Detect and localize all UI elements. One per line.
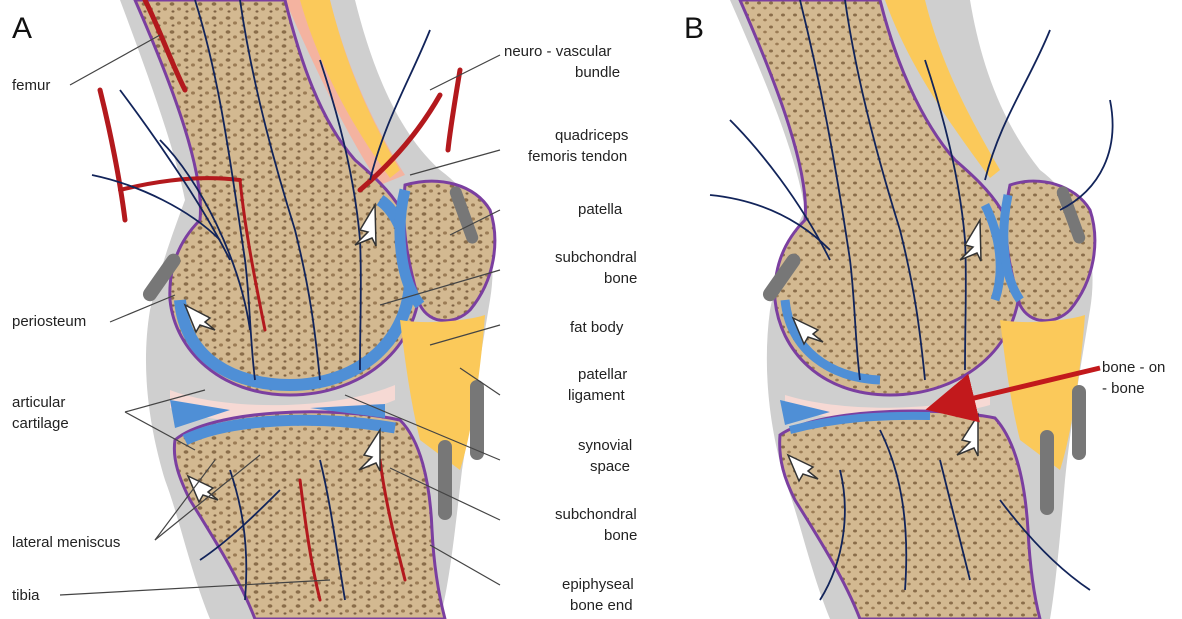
label-neuro-vascular-2: bundle xyxy=(575,63,620,83)
label-patellar-ligament-2: ligament xyxy=(568,386,625,406)
label-tibia: tibia xyxy=(12,586,40,606)
label-subchondral-bottom-1: subchondral xyxy=(555,505,637,525)
label-quadriceps-1: quadriceps xyxy=(555,126,628,146)
panel-label-a: A xyxy=(12,14,32,44)
label-neuro-vascular-1: neuro - vascular xyxy=(504,42,612,62)
label-epiphyseal-2: bone end xyxy=(570,596,633,616)
label-synovial-space-1: synovial xyxy=(578,436,632,456)
label-patella: patella xyxy=(578,200,622,220)
label-periosteum: periosteum xyxy=(12,312,86,332)
label-quadriceps-2: femoris tendon xyxy=(528,147,627,167)
panel-label-b: B xyxy=(684,14,704,44)
ligament-bar-2-b xyxy=(1040,430,1054,515)
patellar-ligament-bar-2-a xyxy=(438,440,452,520)
panel-a-illustration xyxy=(60,0,500,619)
panel-b-illustration xyxy=(710,0,1113,619)
label-fat-body: fat body xyxy=(570,318,623,338)
label-patellar-ligament-1: patellar xyxy=(578,365,627,385)
ligament-bar-3-b xyxy=(1072,385,1086,460)
label-subchondral-bottom-2: bone xyxy=(604,526,637,546)
label-bone-on-bone-1: bone - on xyxy=(1102,358,1165,378)
label-lateral-meniscus: lateral meniscus xyxy=(12,533,120,553)
label-subchondral-top-1: subchondral xyxy=(555,248,637,268)
label-articular-cartilage-2: cartilage xyxy=(12,414,69,434)
label-articular-cartilage-1: articular xyxy=(12,393,65,413)
label-subchondral-top-2: bone xyxy=(604,269,637,289)
label-epiphyseal-1: epiphyseal xyxy=(562,575,634,595)
label-bone-on-bone-2: - bone xyxy=(1102,379,1145,399)
label-femur: femur xyxy=(12,76,50,96)
label-synovial-space-2: space xyxy=(590,457,630,477)
